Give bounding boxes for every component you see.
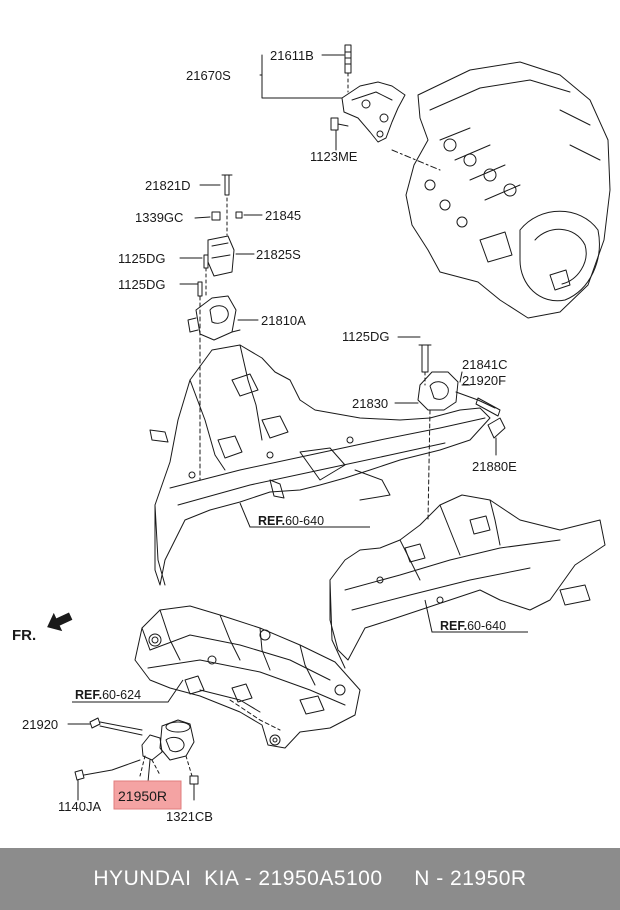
label-21670S: 21670S bbox=[186, 68, 231, 83]
label-21841C: 21841C bbox=[462, 357, 508, 372]
highlight-21950R bbox=[113, 780, 182, 810]
left-side-member bbox=[149, 344, 491, 586]
ref-60-624: REF.60-624 bbox=[75, 688, 141, 702]
label-21880E: 21880E bbox=[472, 459, 517, 474]
footer-text: HYUNDAI KIA - 21950A5100 N - 21950R bbox=[93, 867, 527, 890]
ref-number: 60-640 bbox=[285, 514, 324, 528]
label-fr: FR. bbox=[12, 627, 36, 644]
label-1339GC: 1339GC bbox=[135, 210, 183, 225]
label-21920: 21920 bbox=[22, 717, 58, 732]
right-side-member bbox=[329, 494, 606, 669]
ref-prefix: REF. bbox=[440, 619, 467, 633]
label-21611B: 21611B bbox=[270, 48, 314, 63]
label-1125DG-c: 1125DG bbox=[342, 329, 389, 344]
ref-number: 60-640 bbox=[467, 619, 506, 633]
label-1123ME: 1123ME bbox=[310, 149, 358, 164]
label-1125DG-b: 1125DG bbox=[118, 277, 165, 292]
front-direction-arrow bbox=[47, 612, 73, 632]
ref-prefix: REF. bbox=[258, 514, 285, 528]
label-21821D: 21821D bbox=[145, 178, 191, 193]
transmission-mount-stack bbox=[187, 174, 243, 481]
label-1125DG-a: 1125DG bbox=[118, 251, 165, 266]
label-21920F: 21920F bbox=[462, 373, 506, 388]
label-21845: 21845 bbox=[265, 208, 301, 223]
ref-prefix: REF. bbox=[75, 688, 102, 702]
label-21810A: 21810A bbox=[261, 313, 306, 328]
footer-banner: HYUNDAI KIA - 21950A5100 N - 21950R bbox=[0, 848, 620, 910]
label-1321CB: 1321CB bbox=[166, 809, 213, 824]
left-mount-21830 bbox=[417, 344, 506, 521]
ref-60-640-upper: REF.60-640 bbox=[258, 514, 324, 528]
label-21825S: 21825S bbox=[256, 247, 301, 262]
engine-block bbox=[405, 61, 611, 319]
ref-number: 60-624 bbox=[102, 688, 141, 702]
label-21950R: 21950R bbox=[118, 788, 167, 804]
roll-mount-21950R bbox=[74, 717, 199, 801]
engine-mount-bracket bbox=[330, 44, 406, 143]
parts-diagram: 21611B 21670S 1123ME 21821D 1339GC 21845… bbox=[12, 44, 611, 824]
label-21830: 21830 bbox=[352, 396, 388, 411]
label-1140JA: 1140JA bbox=[58, 799, 101, 814]
front-subframe bbox=[134, 605, 361, 749]
ref-60-640-lower: REF.60-640 bbox=[440, 619, 506, 633]
